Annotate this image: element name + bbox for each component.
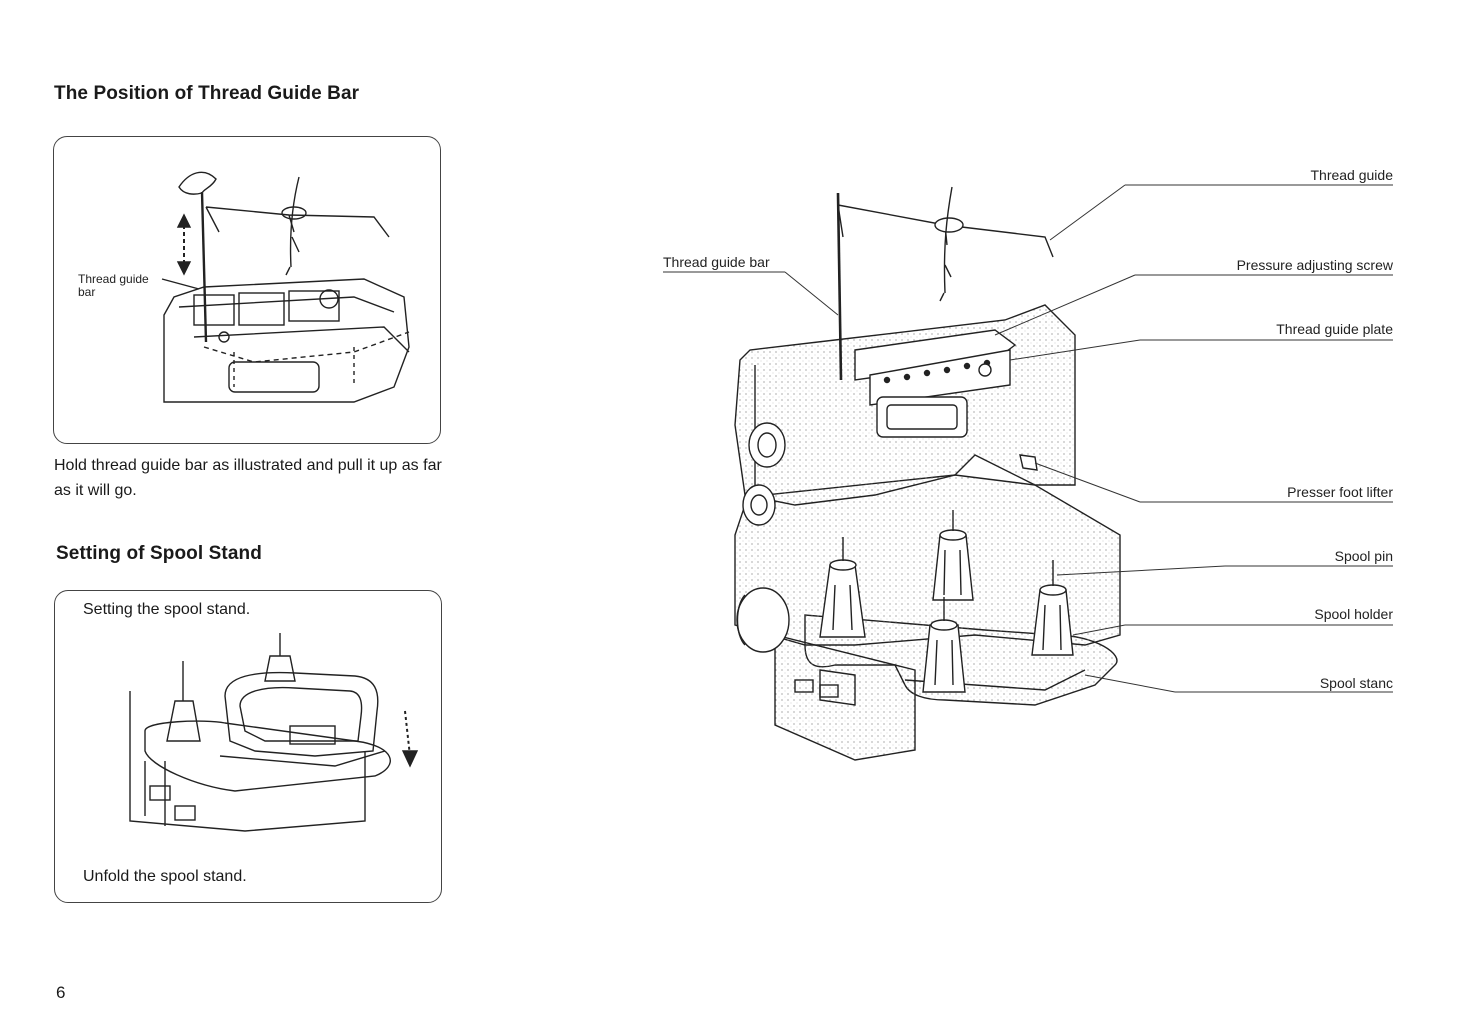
- page-number: 6: [56, 983, 66, 1002]
- section-heading-spool-stand: Setting of Spool Stand: [56, 543, 262, 564]
- callout-thread-guide-plate: Thread guide plate: [1276, 321, 1393, 337]
- callout-spool-pin: Spool pin: [1334, 548, 1393, 564]
- figure-label-line-1: Thread guide: [78, 272, 149, 286]
- thread-guide-bar-figure: Thread guide bar: [53, 136, 441, 444]
- figure-label-line-2: bar: [78, 285, 96, 299]
- thread-guide-bar-illustration: [161, 171, 410, 403]
- spool-stand-top-caption: Setting the spool stand.: [83, 601, 251, 618]
- spool-stand-illustration: [129, 633, 419, 832]
- callout-spool-stand: Spool stanc: [1319, 675, 1393, 691]
- section-heading-thread-guide-bar: The Position of Thread Guide Bar: [54, 83, 360, 104]
- callout-thread-guide-bar: Thread guide bar: [663, 254, 770, 270]
- callout-thread-guide: Thread guide: [1310, 167, 1393, 183]
- callout-pressure-adjusting-screw: Pressure adjusting screw: [1236, 257, 1393, 273]
- spool-stand-bottom-caption: Unfold the spool stand.: [83, 868, 247, 885]
- callout-spool-holder: Spool holder: [1314, 606, 1393, 622]
- overlock-machine-diagram: [663, 184, 1393, 761]
- callout-presser-foot-lifter: Presser foot lifter: [1287, 484, 1393, 500]
- thread-guide-bar-caption: Hold thread guide bar as illustrated and…: [54, 457, 442, 499]
- spool-stand-figure: Setting the spool stand. Unfold the spoo…: [54, 590, 442, 903]
- figure-label-thread-guide-bar: Thread guide bar: [78, 273, 149, 299]
